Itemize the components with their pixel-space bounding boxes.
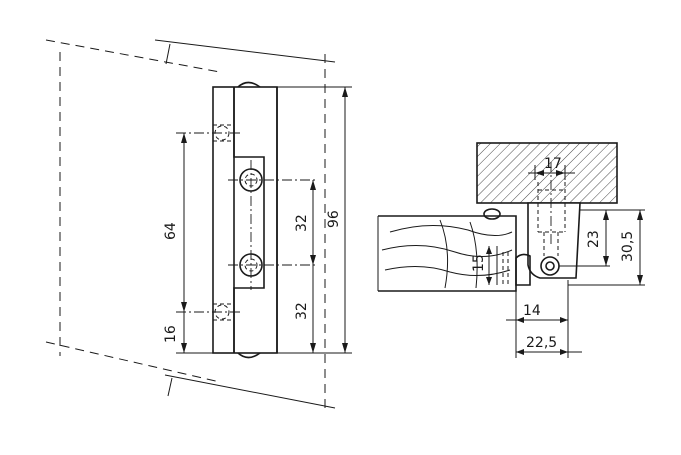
dim-bottom-inner: 14 xyxy=(506,303,568,323)
dim-text-16: 16 xyxy=(163,325,179,343)
dim-top-depth: 23 xyxy=(586,210,609,266)
dim-text-15: 15 xyxy=(471,254,487,272)
dim-text-23: 23 xyxy=(586,230,602,248)
dim-bottom-total: 22,5 xyxy=(516,335,582,355)
dim-text-14: 14 xyxy=(523,303,541,319)
hinge-section xyxy=(496,162,581,300)
door-outline xyxy=(45,39,336,412)
dim-top-total: 30,5 xyxy=(620,210,643,285)
hinge-body xyxy=(212,81,278,359)
center-lines xyxy=(176,86,352,354)
front-view: 64 16 32 32 96 xyxy=(45,39,352,412)
section-extension-lines xyxy=(515,165,645,358)
dim-text-30-5: 30,5 xyxy=(620,231,636,262)
dim-side-height: 15 xyxy=(471,246,492,285)
section-view: 17 23 30,5 15 14 xyxy=(377,142,645,358)
door-panel xyxy=(377,208,517,292)
dim-left-offset: 16 xyxy=(163,312,187,353)
dim-text-96: 96 xyxy=(326,210,342,228)
dim-text-17: 17 xyxy=(544,156,562,172)
dim-text-22-5: 22,5 xyxy=(526,335,557,351)
dim-left-pitch: 64 xyxy=(163,133,187,312)
dim-center-upper: 32 xyxy=(294,180,316,265)
dim-text-32-lower: 32 xyxy=(294,302,310,320)
dim-center-lower: 32 xyxy=(294,265,316,353)
dim-top-width: 17 xyxy=(528,156,575,176)
dim-text-64: 64 xyxy=(163,222,179,240)
dim-overall-height: 96 xyxy=(326,87,348,353)
dim-text-32-upper: 32 xyxy=(294,214,310,232)
